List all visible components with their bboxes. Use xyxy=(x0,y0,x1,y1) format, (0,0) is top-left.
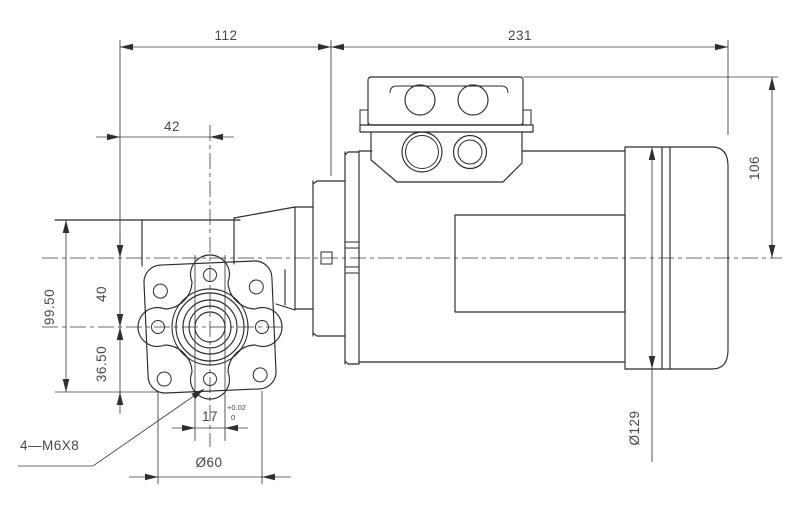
flange-corner-hole xyxy=(252,367,268,383)
dim-112-label: 112 xyxy=(214,28,237,43)
dim-40-label: 40 xyxy=(94,286,109,302)
dim-d129-label: Ø129 xyxy=(627,410,642,445)
dimension-d129: Ø129 xyxy=(627,147,656,462)
leader-m6x8: 4—M6X8 xyxy=(18,388,205,467)
shaft-end-detail xyxy=(320,251,333,265)
flange-corner-hole xyxy=(152,283,168,299)
m6-hole-left xyxy=(151,320,165,334)
terminal-box-lip xyxy=(359,124,534,133)
dim-99-50-label: 99.50 xyxy=(42,289,57,325)
dim-17-tol-lower: 0 xyxy=(231,413,235,422)
nameplate xyxy=(454,214,626,313)
cable-gland-large xyxy=(401,131,443,173)
flange-band-notch xyxy=(344,266,360,274)
terminal-box-lid xyxy=(367,76,524,126)
lid-tab-right xyxy=(522,109,532,126)
flange-band-notch xyxy=(344,241,360,249)
dimension-106: 106 xyxy=(523,76,778,258)
lid-hole-right xyxy=(457,84,489,116)
end-cap xyxy=(669,146,729,370)
dim-106-label: 106 xyxy=(747,156,762,180)
terminal-box-base xyxy=(370,131,523,183)
lid-inset xyxy=(389,85,509,94)
dim-231-label: 231 xyxy=(508,28,532,43)
gearbox-cone-adapter xyxy=(233,151,360,365)
cable-gland-small-inner xyxy=(457,139,483,165)
dim-d60-label: Ø60 xyxy=(195,455,222,470)
motor-body xyxy=(358,146,729,370)
dim-36-50-label: 36.50 xyxy=(94,346,109,382)
flange-front-view xyxy=(137,254,283,400)
m6-hole-right xyxy=(255,320,269,334)
dimension-17: 17 +0.02 0 xyxy=(172,255,248,441)
dimension-42: 42 xyxy=(96,119,234,141)
dimension-231: 231 xyxy=(330,28,729,176)
flange-corner-hole xyxy=(248,279,264,295)
dim-17-tol-upper: +0.02 xyxy=(227,403,246,412)
dim-42-label: 42 xyxy=(164,119,180,134)
cable-gland-large-inner xyxy=(405,135,439,169)
dimension-99-50: 99.50 xyxy=(42,220,160,393)
m6-hole-bottom xyxy=(203,372,217,386)
m6-hole-top xyxy=(203,268,217,282)
flange-plate xyxy=(143,260,277,394)
lid-hole-left xyxy=(404,84,436,116)
dimension-d60: Ø60 xyxy=(129,391,291,484)
flange-quatrefoil xyxy=(137,254,283,400)
dimension-40: 40 xyxy=(94,236,124,340)
dim-17-label: 17 xyxy=(202,409,218,424)
cable-gland-small xyxy=(452,134,488,170)
dimension-36-50: 36.50 xyxy=(94,314,124,414)
terminal-box xyxy=(359,76,534,183)
gearbox-housing xyxy=(54,219,286,306)
thread-note-label: 4—M6X8 xyxy=(20,438,79,453)
flange-corner-hole xyxy=(156,371,172,387)
lid-tab-left xyxy=(359,109,369,126)
